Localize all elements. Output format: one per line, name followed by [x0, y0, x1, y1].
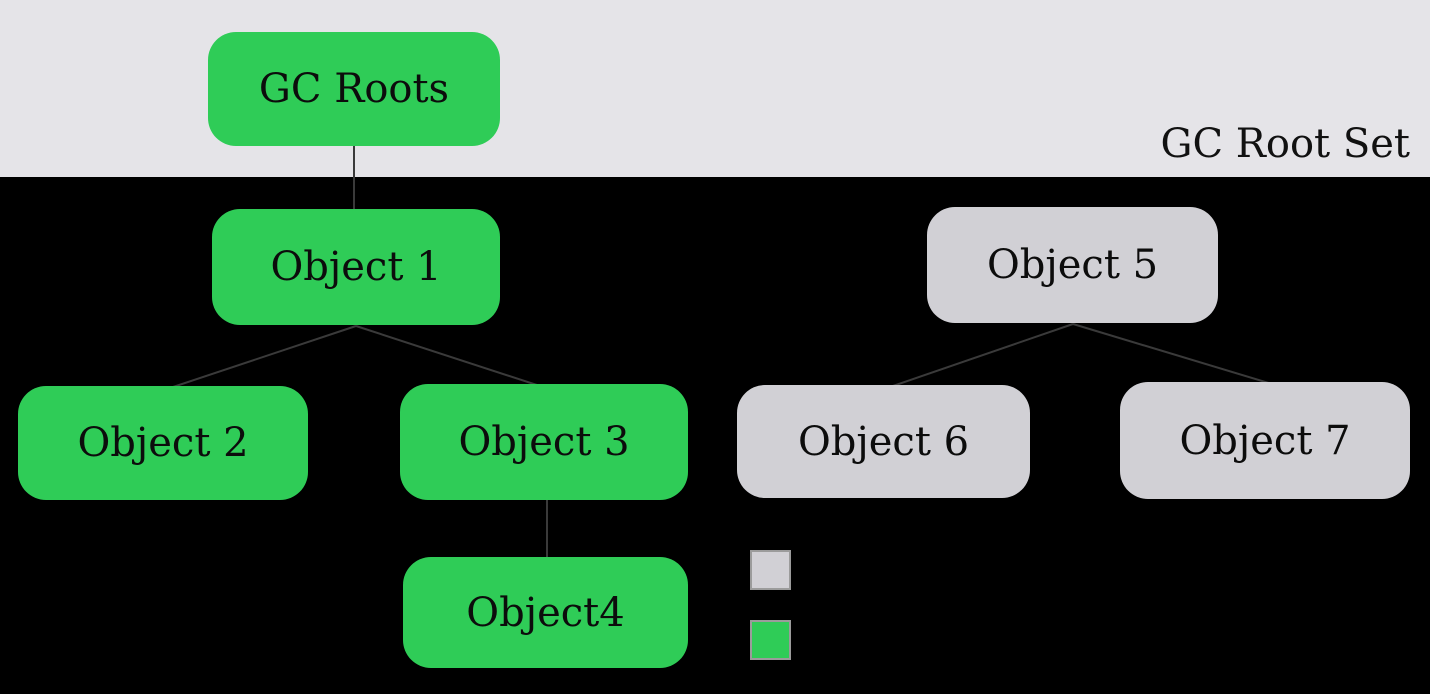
node-object-1-label: Object 1: [270, 244, 442, 290]
node-object-5: Object 5: [927, 207, 1218, 323]
node-object-4: Object4: [403, 557, 688, 668]
node-object-7: Object 7: [1120, 382, 1410, 499]
node-object-3: Object 3: [400, 384, 688, 500]
edge-object5-object7: [1072, 323, 1273, 385]
node-object-4-label: Object4: [466, 589, 625, 636]
node-object-3-label: Object 3: [458, 419, 630, 465]
edge-object1-object3: [355, 325, 541, 387]
node-gc-roots: GC Roots: [208, 32, 500, 146]
node-object-2: Object 2: [18, 386, 308, 500]
edge-object5-object6: [889, 323, 1074, 388]
node-object-7-label: Object 7: [1179, 417, 1351, 464]
node-object-5-label: Object 5: [986, 242, 1159, 288]
node-object-6: Object 6: [737, 385, 1030, 498]
node-object-2-label: Object 2: [77, 420, 249, 466]
node-object-1: Object 1: [212, 209, 500, 325]
node-object-6-label: Object 6: [797, 418, 970, 465]
edge-object1-object2: [169, 325, 357, 389]
gc-root-set-label: GC Root Set: [1160, 121, 1411, 167]
legend-swatch-dead: [750, 550, 791, 590]
legend-swatch-live: [750, 620, 791, 660]
node-gc-roots-label: GC Roots: [258, 66, 450, 112]
